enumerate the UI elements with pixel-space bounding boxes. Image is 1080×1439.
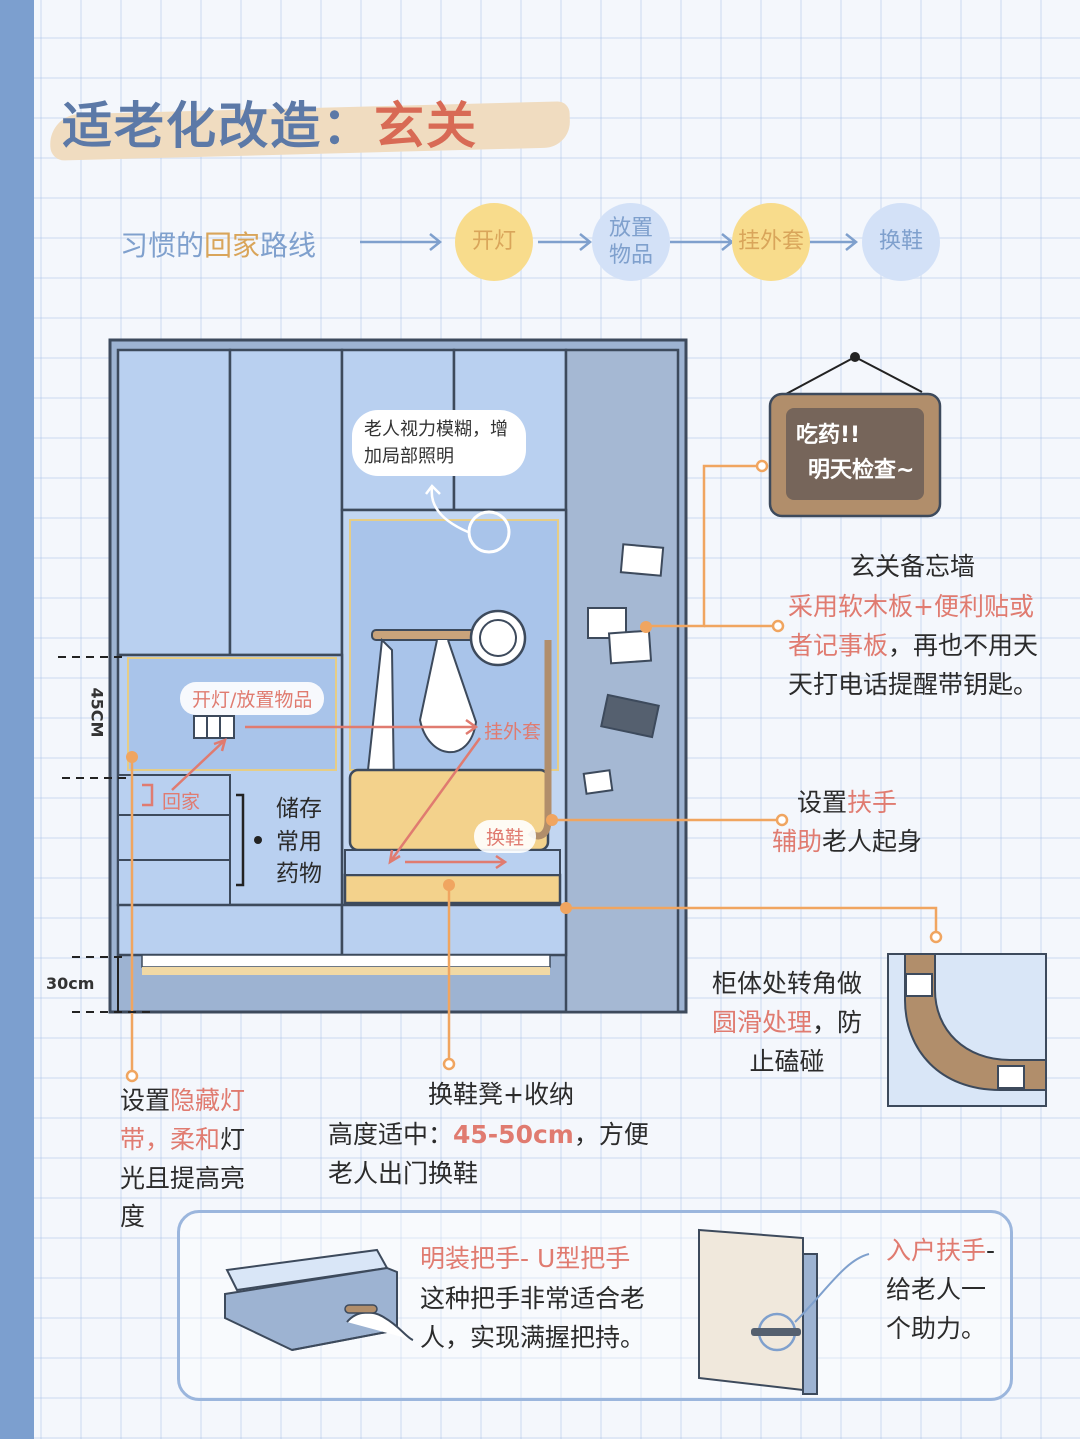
storage-note: 储存 常用 药物: [276, 793, 322, 891]
corner-note: 柜体处转角做圆滑处理，防止磕碰: [702, 965, 872, 1081]
entry-rest: -给老人一个助力。: [886, 1236, 996, 1343]
corner-hl: 圆滑处理: [711, 1007, 812, 1037]
storage-line: 常用: [276, 828, 322, 855]
memo-wall-text: 采用软木板+便利贴或者记事板，再也不用天天打电话提醒带钥匙。: [788, 588, 1040, 704]
memo-highlight: 采用软木板+便利贴或者记事板: [788, 592, 1034, 660]
bench-title: 换鞋凳+收纳: [428, 1080, 574, 1109]
bottom-illustrations: [224, 1228, 870, 1395]
title-main: 适老化改造：: [62, 97, 374, 155]
route-label-part: 路线: [260, 229, 317, 262]
storage-line: 储存: [276, 796, 322, 822]
memo-wall-title: 玄关备忘墙: [850, 552, 976, 581]
lighting-note: 老人视力模糊，增加局部照明: [352, 410, 526, 476]
handrail-hl1: 扶手: [847, 788, 898, 817]
page-title: 适老化改造：玄关: [62, 86, 478, 158]
hl-post: 灯光且提高亮度: [120, 1124, 246, 1232]
route-label-part: 习惯的: [120, 229, 205, 262]
handle-title: 明装把手- U型把手: [420, 1244, 631, 1273]
hl-hl1: 隐藏灯带: [120, 1086, 246, 1154]
hl-mid: ，: [145, 1124, 171, 1154]
memo-rest: ，再也不用天天打电话提醒带钥匙。: [788, 630, 1039, 699]
handrail-post: 老人起身: [822, 826, 923, 856]
title-accent: 玄关: [374, 97, 478, 155]
flow-label-home: 回家: [162, 791, 201, 813]
dim-45cm: 45CM: [87, 687, 107, 738]
bench-note: 高度适中：45-50cm，方便老人出门换鞋: [328, 1116, 668, 1194]
sign-line: 明天检查~: [808, 458, 915, 484]
handrail-pre: 设置: [797, 788, 848, 817]
route-step-light: 开灯: [455, 203, 533, 281]
hl-hl2: 柔和: [170, 1124, 221, 1154]
route-label: 习惯的回家路线: [120, 224, 316, 264]
entry-illustration: [58, 338, 1047, 1107]
hl-pre: 设置: [120, 1086, 171, 1115]
corner-post: ，防止磕碰: [749, 1007, 863, 1076]
entry-hl: 入户扶手: [886, 1236, 987, 1265]
memo-sign: 吃药!! 明天检查~: [796, 418, 914, 488]
route-step-shoes: 换鞋: [862, 203, 940, 281]
hidden-light-note: 设置隐藏灯带，柔和灯光且提高亮度: [120, 1082, 260, 1237]
dim-30cm: 30cm: [46, 974, 95, 993]
flow-label-light: 开灯/放置物品: [180, 682, 325, 715]
handle-text: 这种把手非常适合老人，实现满握把持。: [420, 1284, 646, 1352]
storage-line: 药物: [276, 861, 322, 888]
handrail-note: 设置扶手辅助老人起身: [772, 784, 944, 862]
left-stripe: [0, 0, 34, 1439]
bench-pre: 高度适中：: [328, 1120, 454, 1149]
route-label-part: 回家: [204, 229, 261, 262]
route-step-coat: 挂外套: [732, 203, 810, 281]
sign-line: 吃药!!: [796, 423, 861, 448]
flow-label-shoe: 换鞋: [474, 820, 537, 853]
corner-pre: 柜体处转角做: [711, 969, 862, 998]
bench-hl: 45-50cm: [453, 1120, 574, 1149]
route-step-place: 放置 物品: [592, 203, 670, 281]
flow-label-coat: 挂外套: [484, 721, 542, 743]
route-arrows: [360, 233, 859, 251]
bench-post: ，方便老人出门换鞋: [328, 1120, 649, 1188]
handrail-hl2: 辅助: [772, 826, 823, 856]
entry-handrail-note: 入户扶手-给老人一个助力。: [886, 1232, 998, 1348]
